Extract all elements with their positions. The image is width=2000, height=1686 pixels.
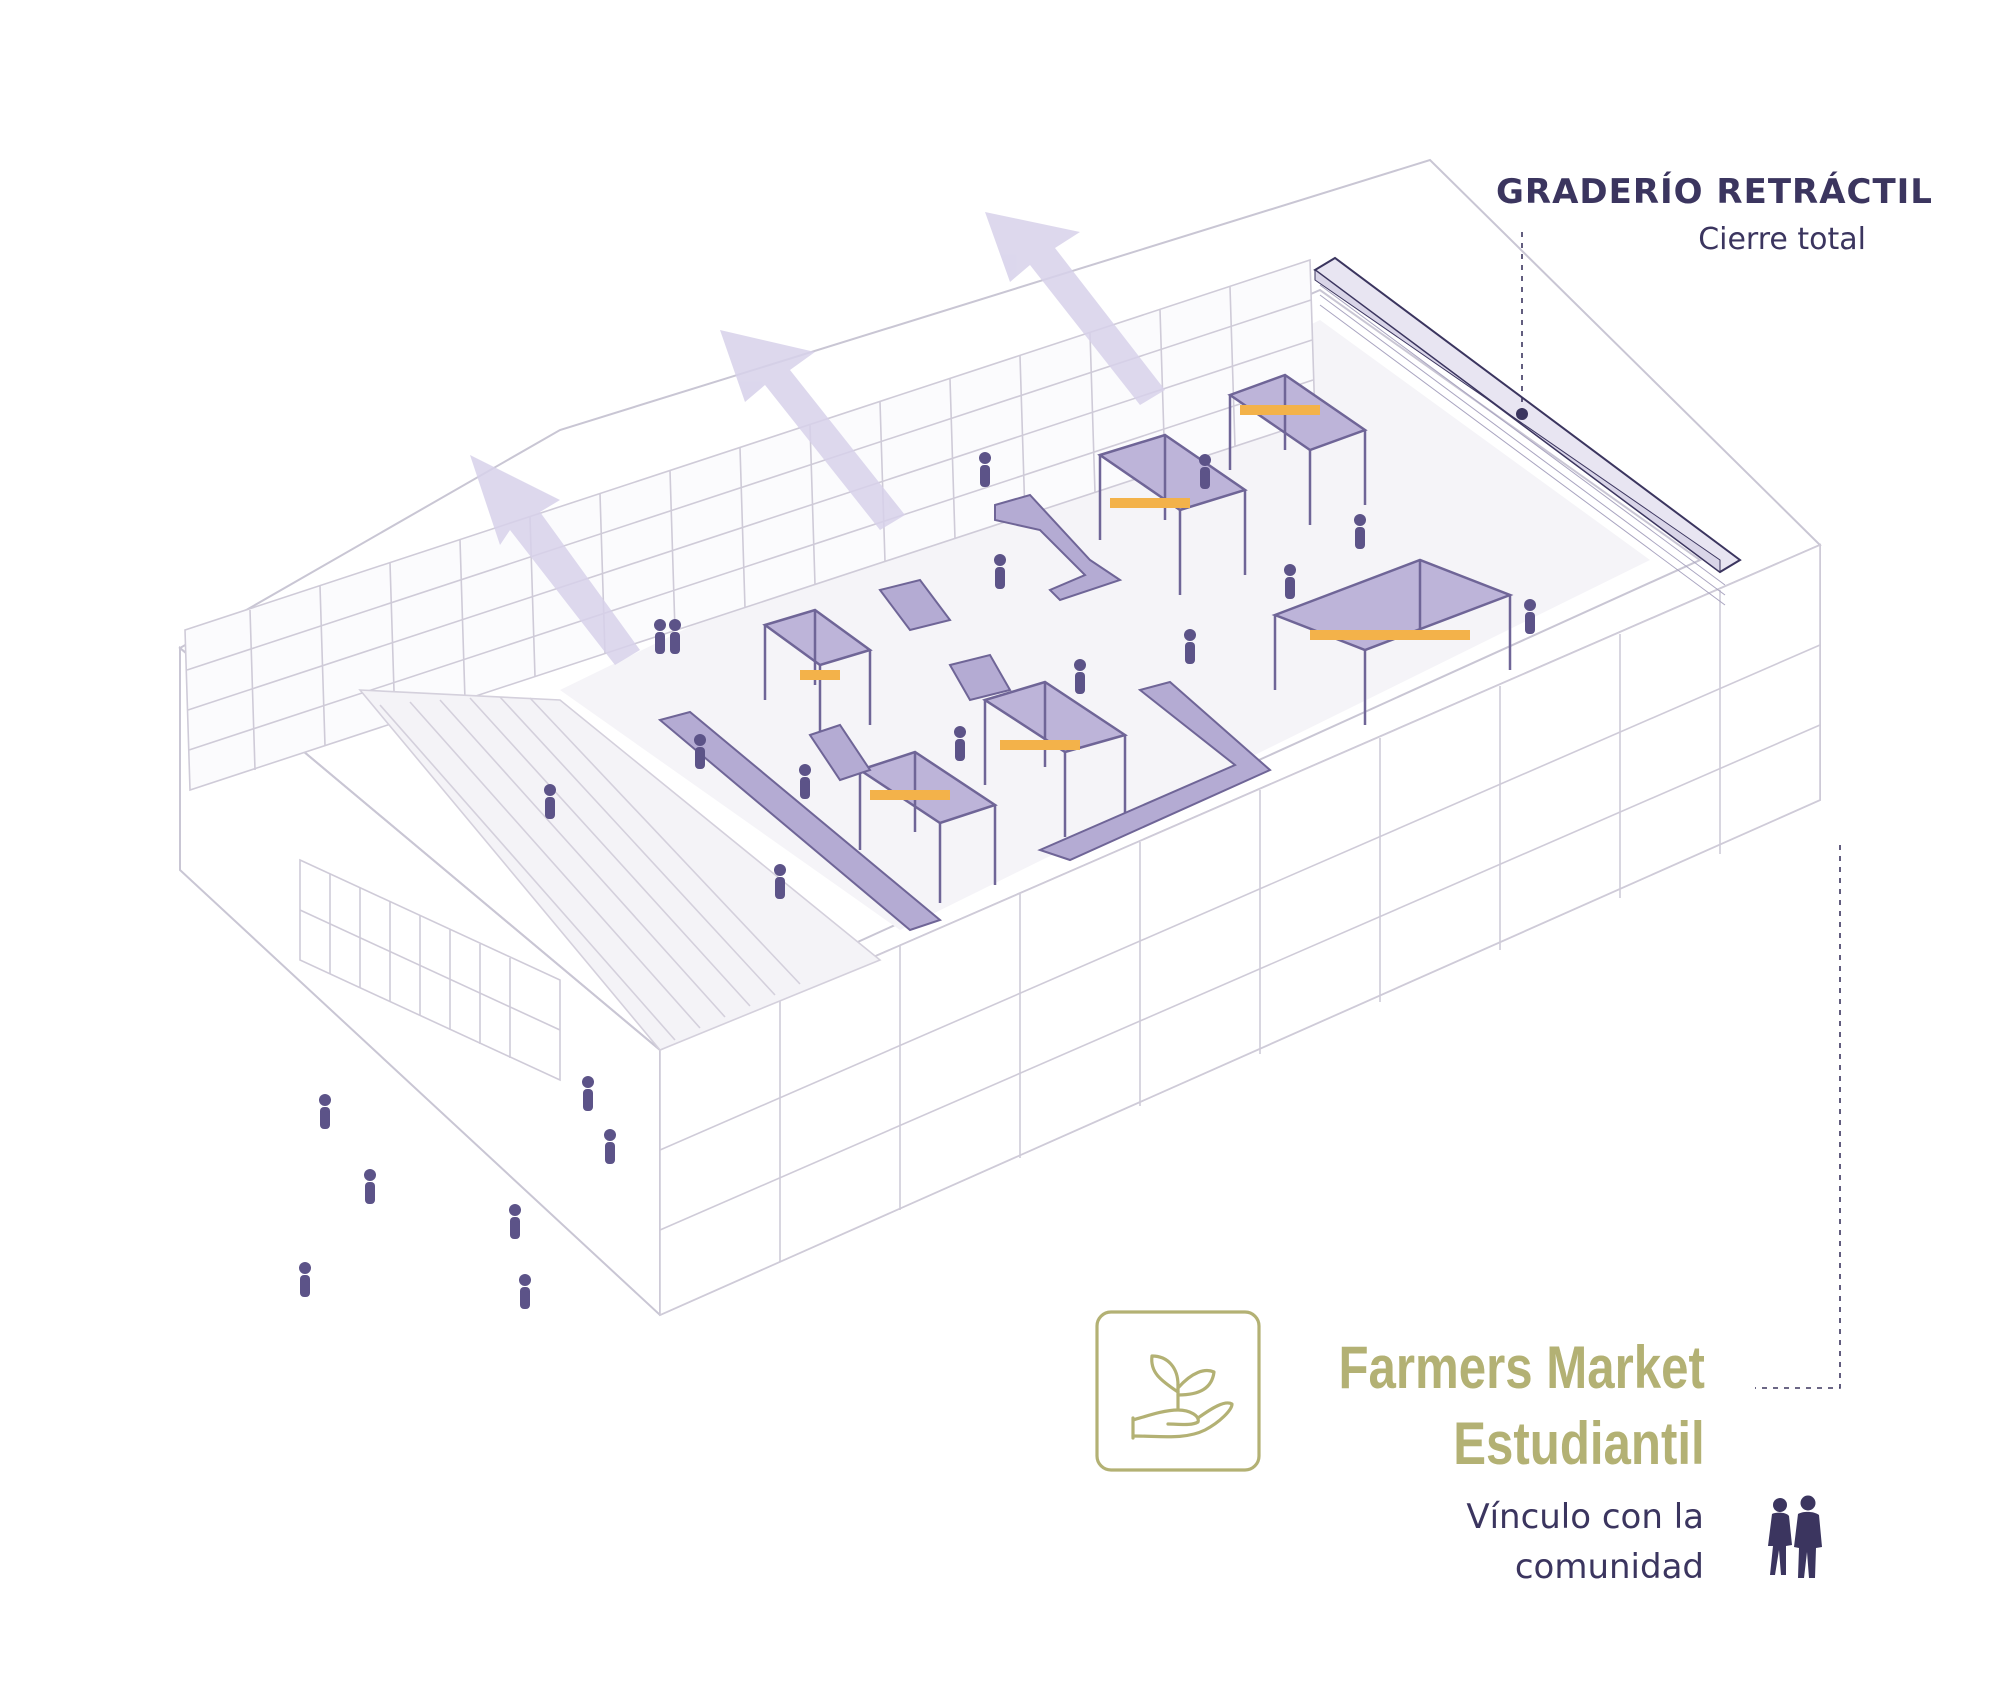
person-icon	[954, 726, 966, 761]
person-icon	[364, 1169, 376, 1204]
person-icon	[1354, 514, 1366, 549]
person-icon	[604, 1129, 616, 1164]
person-icon	[1524, 599, 1536, 634]
arrow-up-icon	[470, 455, 640, 665]
couple-walking-icon	[1768, 1495, 1822, 1578]
stall-cluster	[1271, 558, 1514, 725]
person-icon	[799, 764, 811, 799]
graderio-title: GRADERÍO RETRÁCTIL	[1496, 172, 1933, 212]
market-floor	[560, 320, 1650, 930]
person-icon	[669, 619, 681, 654]
person-icon	[582, 1076, 594, 1111]
person-icon	[1199, 454, 1211, 489]
person-icon	[1074, 659, 1086, 694]
person-icon	[774, 864, 786, 899]
people	[299, 452, 1536, 1309]
seedling-in-hand-icon	[1095, 1310, 1261, 1472]
grandstand-steps	[358, 689, 882, 1051]
ventilation-arrows	[470, 212, 1165, 665]
benches	[657, 493, 1272, 932]
person-icon	[994, 554, 1006, 589]
stall-cluster	[762, 608, 873, 740]
stall-cluster	[1097, 433, 1248, 595]
person-icon	[1184, 629, 1196, 664]
person-icon	[654, 619, 666, 654]
person-icon	[694, 734, 706, 769]
market-title-line1: Farmers Market	[1338, 1334, 1705, 1401]
person-icon	[299, 1262, 311, 1297]
front-facade-grid	[659, 543, 1821, 1317]
person-icon	[544, 784, 556, 819]
stall-cluster	[857, 750, 998, 903]
person-icon	[1284, 564, 1296, 599]
leader-dot	[1516, 408, 1528, 420]
stall-cluster	[982, 680, 1128, 837]
market-stalls	[762, 373, 1514, 903]
person-icon	[319, 1094, 331, 1129]
arrow-up-icon	[720, 330, 905, 530]
stall-cluster	[1227, 373, 1368, 525]
person-icon	[509, 1204, 521, 1239]
left-lower-facade	[299, 858, 561, 1082]
graderio-subtitle: Cierre total	[1698, 222, 1866, 257]
arrow-up-icon	[985, 212, 1165, 405]
person-icon	[519, 1274, 531, 1309]
leader-lines	[1521, 232, 1841, 1389]
market-subtitle-line2: comunidad	[1514, 1547, 1704, 1587]
market-title-line2: Estudiantil	[1453, 1410, 1705, 1477]
market-subtitle-line1: Vínculo con la	[1466, 1497, 1704, 1537]
person-icon	[979, 452, 991, 487]
